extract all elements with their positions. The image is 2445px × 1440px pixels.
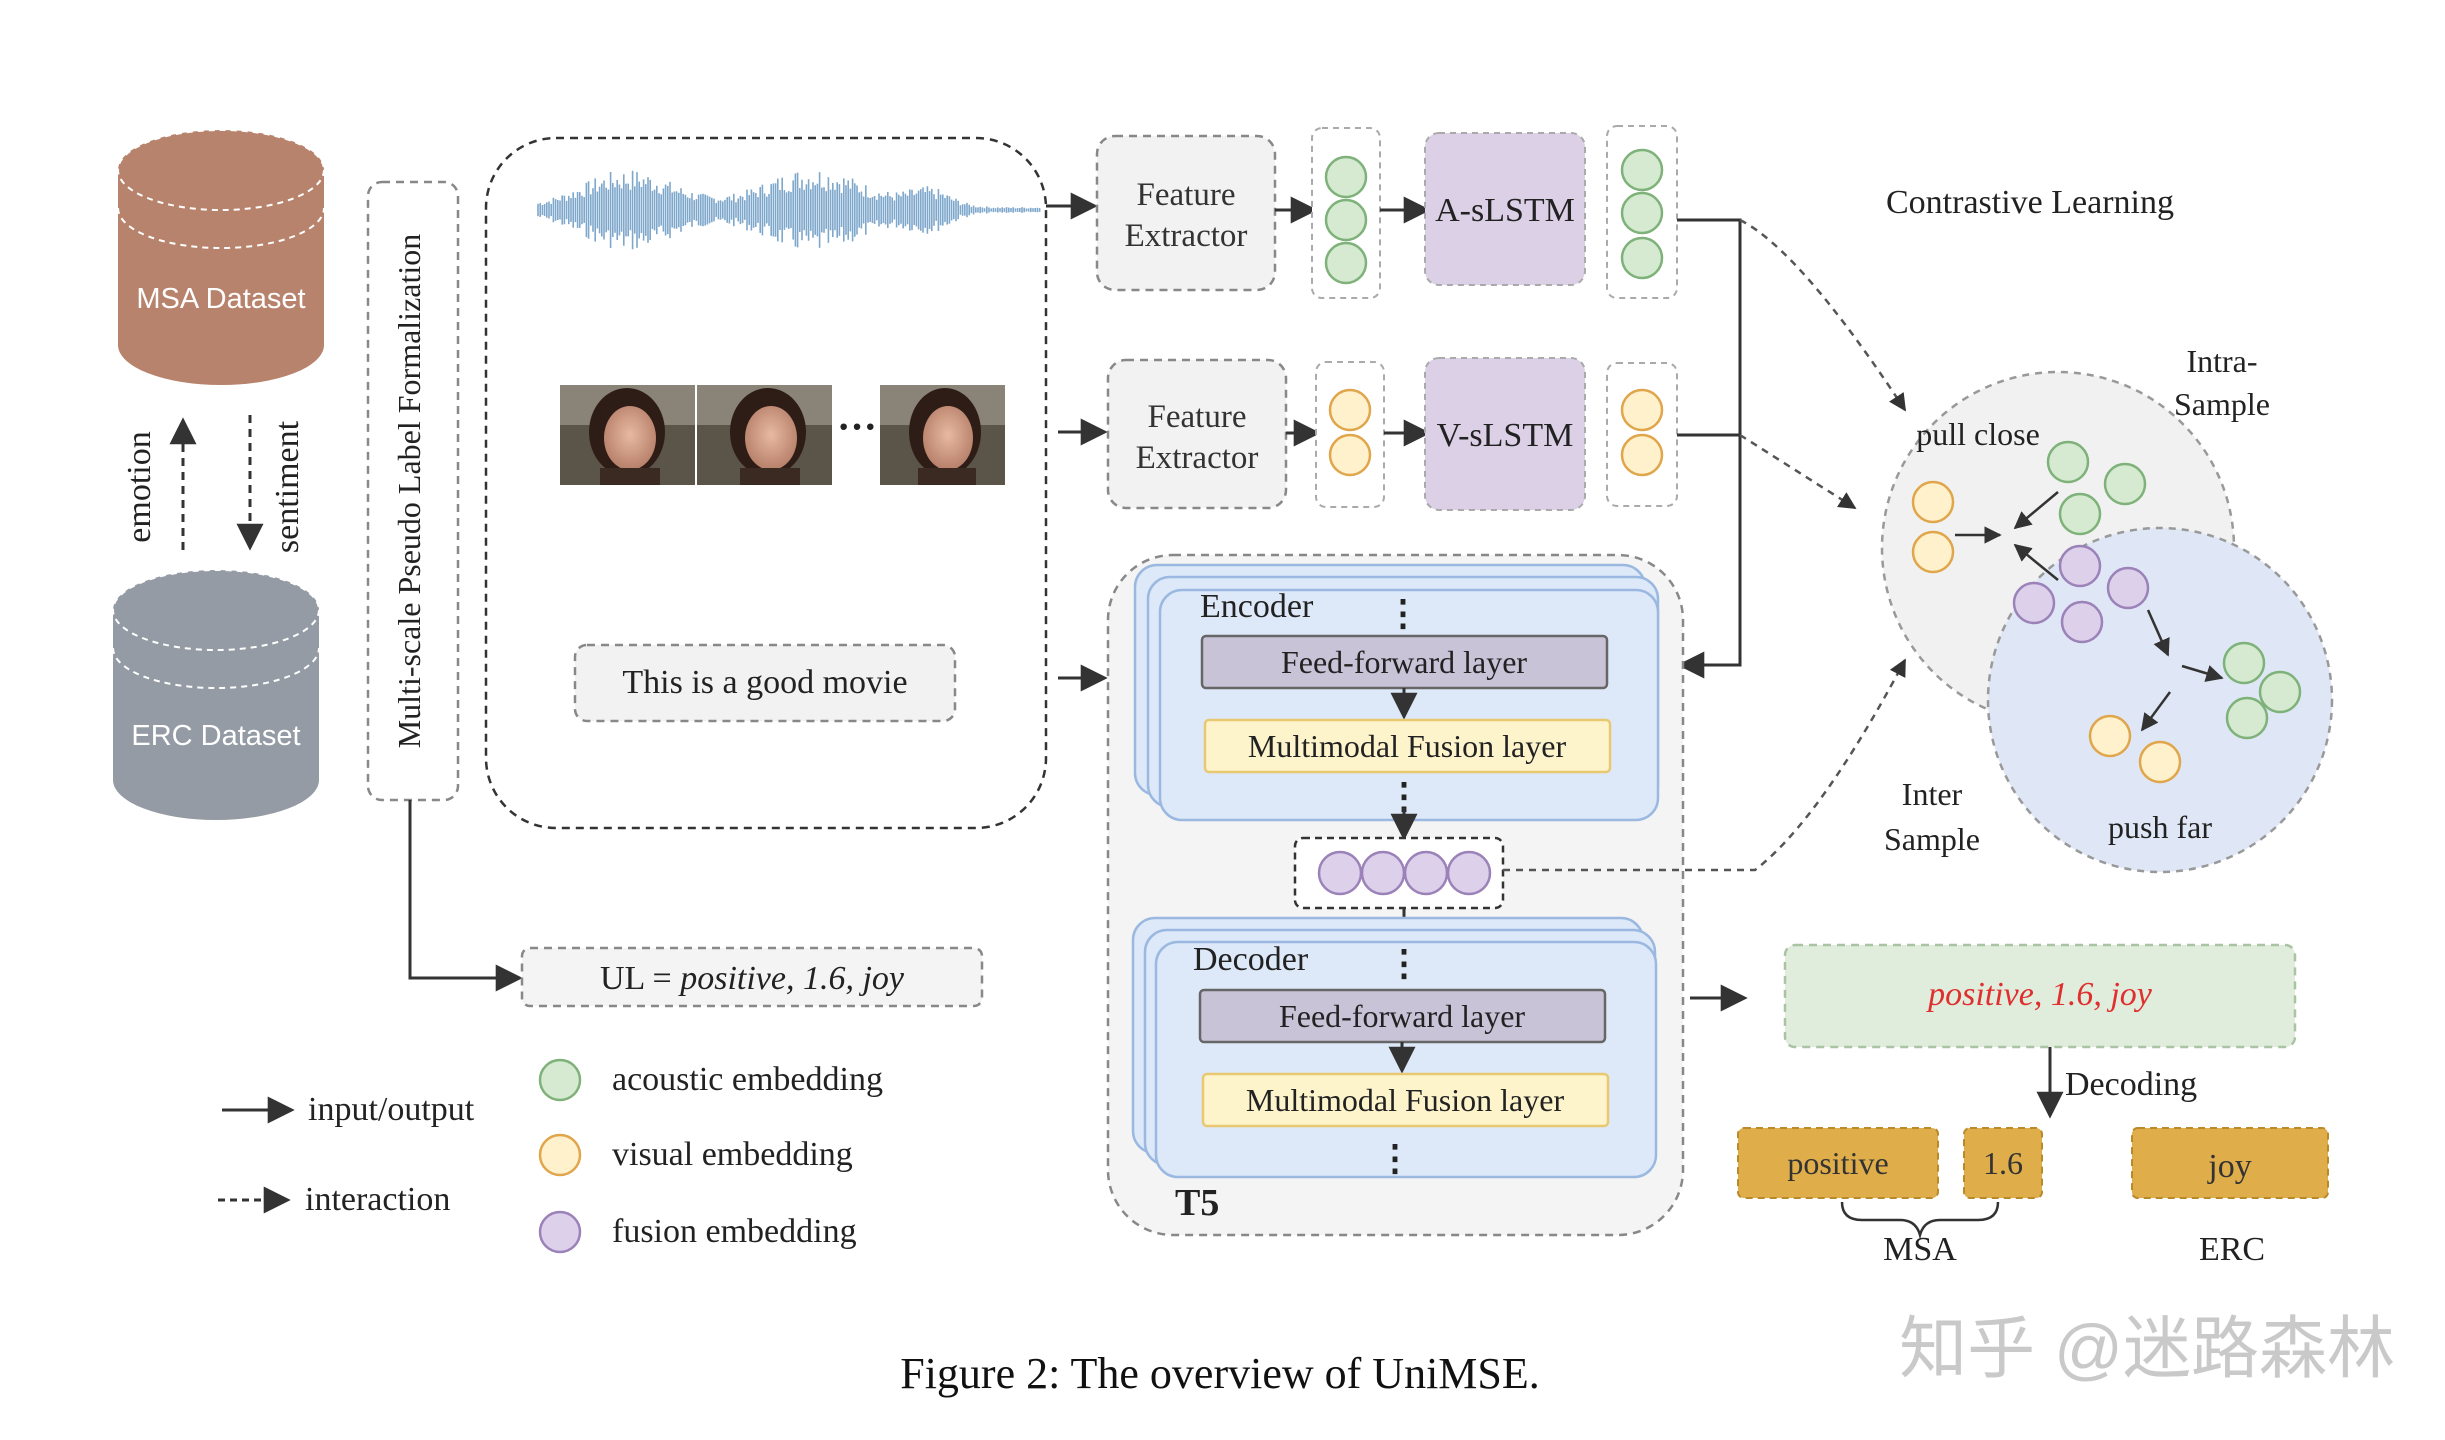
pseudo-label-text: Multi-scale Pseudo Label Formalization [391, 234, 427, 749]
audio-feature-extractor: Feature Extractor [1095, 134, 1277, 292]
sentiment-label: sentiment [269, 420, 306, 553]
watermark: 知乎 @迷路森林 [1899, 1311, 2395, 1387]
fusion-embedding-row [1293, 836, 1505, 910]
legend-visual: visual embedding [612, 1136, 853, 1173]
audio-extractor-label-1: Feature [1137, 177, 1236, 213]
legend-fusion: fusion embedding [612, 1213, 857, 1250]
frames-ellipsis: ··· [837, 404, 877, 449]
t5-label: T5 [1175, 1182, 1219, 1224]
output-text: positive, 1.6, joy [1926, 976, 2153, 1013]
label-joy-text: joy [2207, 1148, 2251, 1185]
video-frames: ··· [560, 385, 1005, 485]
svg-text:UL = positive, 1.6, joy: UL = positive, 1.6, joy [600, 960, 905, 997]
acoustic-output-column [1606, 125, 1678, 299]
text-input-label: This is a good movie [622, 664, 907, 701]
a-slstm-label: A-sLSTM [1435, 192, 1575, 229]
visual-extractor-label-1: Feature [1148, 399, 1247, 435]
raw-input-region [484, 136, 1048, 830]
erc-label: ERC [2199, 1231, 2265, 1268]
label-joy: joy [2131, 1127, 2329, 1199]
figure-caption: Figure 2: The overview of UniMSE. [900, 1349, 1540, 1398]
visual-interaction-arrow [1739, 433, 1857, 510]
visual-extractor-label-2: Extractor [1136, 440, 1259, 476]
intra-label-1: Intra- [2186, 343, 2257, 379]
inter-label-1: Inter [1902, 776, 1963, 812]
output-box: positive, 1.6, joy [1783, 943, 2297, 1049]
visual-features-column [1315, 361, 1385, 508]
fusion-interaction-arrow [1503, 658, 1907, 872]
label-positive-text: positive [1787, 1145, 1888, 1181]
decoding-label: Decoding [2065, 1066, 2197, 1103]
ul-prefix: UL = [600, 960, 680, 997]
msa-label: MSA [1883, 1231, 1957, 1268]
encoder-fusion-label: Multimodal Fusion layer [1248, 728, 1567, 764]
visual-feature-extractor: Feature Extractor [1106, 358, 1288, 510]
contrastive-embeddings [1911, 440, 2302, 784]
msa-brace [1840, 1201, 2000, 1240]
emotion-arrow: emotion [121, 417, 197, 550]
audio-extractor-label-2: Extractor [1125, 218, 1248, 254]
pseudo-label-to-ul-arrow [408, 800, 523, 992]
decoder-title: Decoder [1193, 941, 1309, 978]
a-slstm-box: A-sLSTM [1424, 132, 1586, 286]
label-positive: positive [1737, 1127, 1939, 1199]
text-input-box: This is a good movie [573, 643, 957, 723]
legend-acoustic: acoustic embedding [612, 1061, 883, 1098]
legend-visual-swatch [538, 1133, 582, 1177]
video-frame-1 [560, 385, 695, 485]
label-score: 1.6 [1963, 1127, 2043, 1199]
intra-label-2: Sample [2174, 386, 2270, 422]
encoder-stack: Encoder ⋮ Feed-forward layer Multimodal … [1133, 563, 1660, 822]
v-slstm-box: V-sLSTM [1424, 357, 1586, 511]
msa-dataset-cylinder: MSA Dataset [117, 129, 325, 385]
ul-value: positive, 1.6, joy [678, 960, 905, 997]
label-score-text: 1.6 [1983, 1145, 2023, 1181]
encoder-ffn-label: Feed-forward layer [1281, 644, 1527, 680]
contrastive-force-arrows [1955, 491, 2224, 732]
decoder-bottom-dots: ⋮ [1377, 1138, 1413, 1178]
encoder-top-dots: ⋮ [1385, 593, 1421, 633]
erc-dataset-cylinder: ERC Dataset [112, 569, 320, 820]
pseudo-label-box: Multi-scale Pseudo Label Formalization [366, 180, 460, 802]
visual-output-column [1606, 362, 1678, 507]
ul-box: UL = positive, 1.6, joy [520, 946, 984, 1008]
sentiment-arrow: sentiment [236, 415, 306, 553]
erc-dataset-label: ERC Dataset [131, 720, 300, 752]
audio-waveform [537, 170, 1041, 250]
video-frame-2 [697, 385, 832, 485]
legend-input-output: input/output [308, 1091, 475, 1128]
decoder-top-dots: ⋮ [1386, 943, 1422, 983]
pull-close-label: pull close [1916, 416, 2040, 452]
contrastive-title: Contrastive Learning [1886, 184, 2174, 221]
legend-interaction: interaction [305, 1181, 450, 1218]
decoder-stack: Decoder ⋮ Feed-forward layer Multimodal … [1131, 916, 1658, 1179]
legend: input/output interaction acoustic embedd… [218, 1058, 883, 1254]
acoustic-interaction-arrow [1739, 218, 1907, 412]
acoustic-features-column [1311, 127, 1381, 299]
legend-fusion-swatch [538, 1210, 582, 1254]
msa-dataset-label: MSA Dataset [136, 283, 305, 315]
legend-acoustic-swatch [538, 1058, 582, 1102]
v-slstm-label: V-sLSTM [1437, 417, 1574, 454]
acoustic-to-encoder-arrow [1677, 218, 1742, 679]
decoder-fusion-label: Multimodal Fusion layer [1246, 1082, 1565, 1118]
encoder-title: Encoder [1200, 588, 1314, 625]
inter-label-2: Sample [1884, 821, 1980, 857]
emotion-label: emotion [121, 431, 158, 542]
decoder-ffn-label: Feed-forward layer [1279, 998, 1525, 1034]
video-frame-3 [880, 385, 1005, 485]
push-far-label: push far [2108, 809, 2212, 845]
